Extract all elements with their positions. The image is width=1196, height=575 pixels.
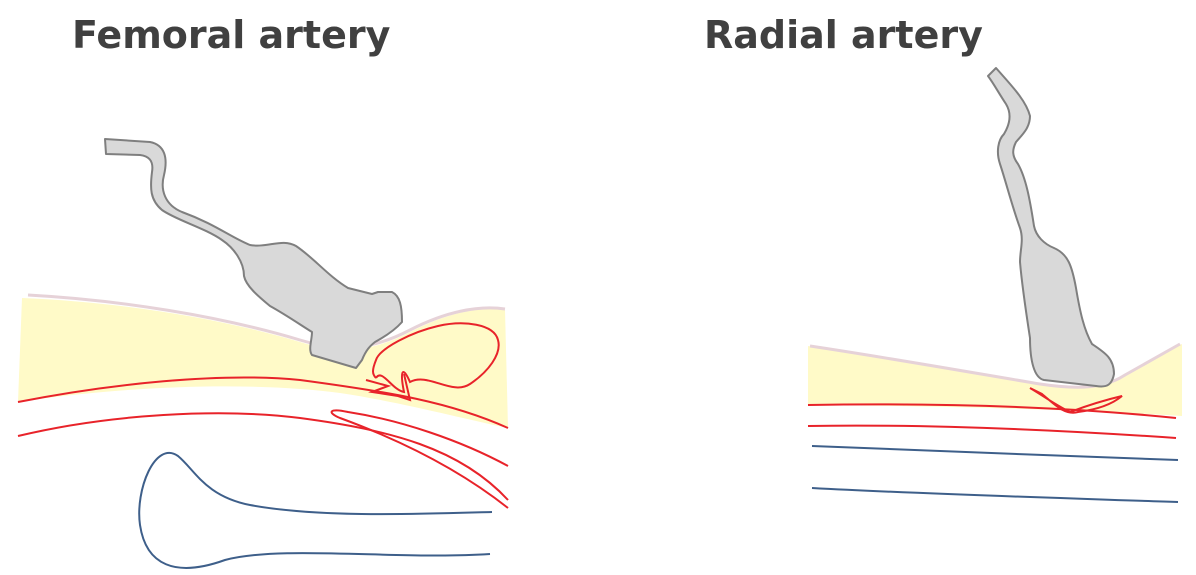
radial-puncture-tract: [1029, 387, 1123, 414]
radial-vein-lower: [811, 487, 1179, 503]
femoral-vein: [138, 452, 493, 569]
femoral-artery: [17, 322, 509, 509]
femoral-puncture-tract: [365, 373, 412, 402]
radial-artery-title: Radial artery: [704, 13, 983, 57]
radial-panel: [807, 67, 1182, 503]
femoral-artery-title: Femoral artery: [72, 13, 391, 57]
femoral-artery-lower-wall: [17, 412, 509, 501]
femoral-ultrasound-probe: [104, 138, 403, 369]
radial-artery-lower-wall: [807, 424, 1177, 439]
femoral-panel: [17, 138, 509, 569]
radial-ultrasound-probe: [987, 67, 1115, 388]
femoral-artery-upper-wall: [17, 376, 509, 429]
radial-skin-line: [809, 342, 1181, 389]
radial-artery: [807, 387, 1177, 439]
radial-artery-upper-wall: [807, 403, 1177, 419]
femoral-tissue-layer: [18, 298, 508, 428]
radial-veins: [811, 445, 1179, 503]
radial-vein-upper: [811, 445, 1179, 461]
femoral-artery-branch: [330, 409, 509, 509]
femoral-pseudoaneurysm-loop: [372, 322, 500, 394]
